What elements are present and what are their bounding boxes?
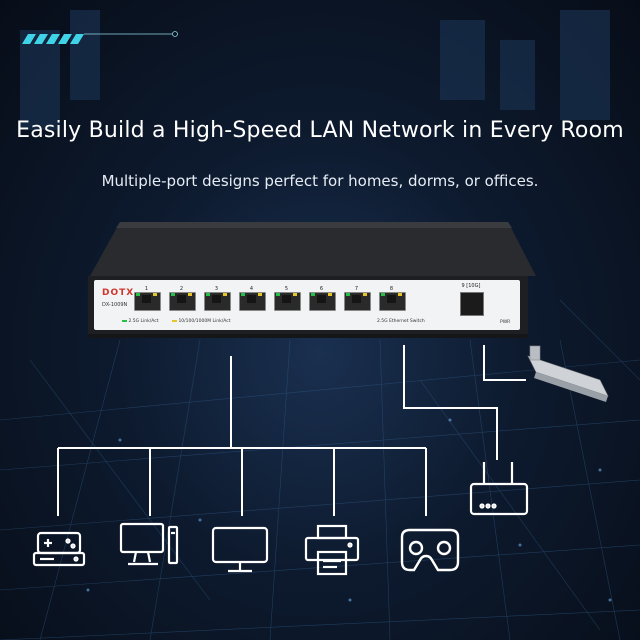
switch-front-panel: DOTX DX-1009N 1 2 3 4 5 6	[94, 280, 520, 330]
page-subtitle: Multiple-port designs perfect for homes,…	[101, 172, 539, 190]
legend-switch-type: 2.5G Ethernet Switch	[377, 319, 425, 324]
decorative-stripes	[22, 31, 178, 44]
brand-logo: DOTX	[102, 288, 135, 298]
ethernet-port-7: 7	[344, 286, 371, 311]
power-indicator-label: PWR	[500, 320, 511, 325]
ethernet-port-2: 2	[169, 286, 196, 311]
page-title: Easily Build a High-Speed LAN Network in…	[16, 118, 624, 143]
ethernet-port-5: 5	[274, 286, 301, 311]
ethernet-port-6: 6	[309, 286, 336, 311]
ethernet-port-8: 8	[379, 286, 406, 311]
legend-speed: 10/100/1000M Link/Act	[172, 319, 231, 324]
model-number: DX-1009N	[102, 302, 128, 308]
sfp-module-icon	[527, 345, 609, 402]
game-console-icon	[32, 531, 86, 567]
sfp-port	[460, 292, 484, 316]
ethernet-port-1: 1	[134, 286, 161, 311]
legend-link: 2.5G Link/Act	[122, 319, 158, 324]
monitor-icon	[211, 526, 269, 573]
printer-icon	[304, 524, 360, 576]
sfp-port-label: 9 [10G]	[461, 283, 481, 289]
ethernet-port-3: 3	[204, 286, 231, 311]
vr-headset-icon	[400, 528, 460, 572]
router-icon	[469, 462, 529, 516]
desktop-computer-icon	[119, 522, 179, 566]
ethernet-port-4: 4	[239, 286, 266, 311]
